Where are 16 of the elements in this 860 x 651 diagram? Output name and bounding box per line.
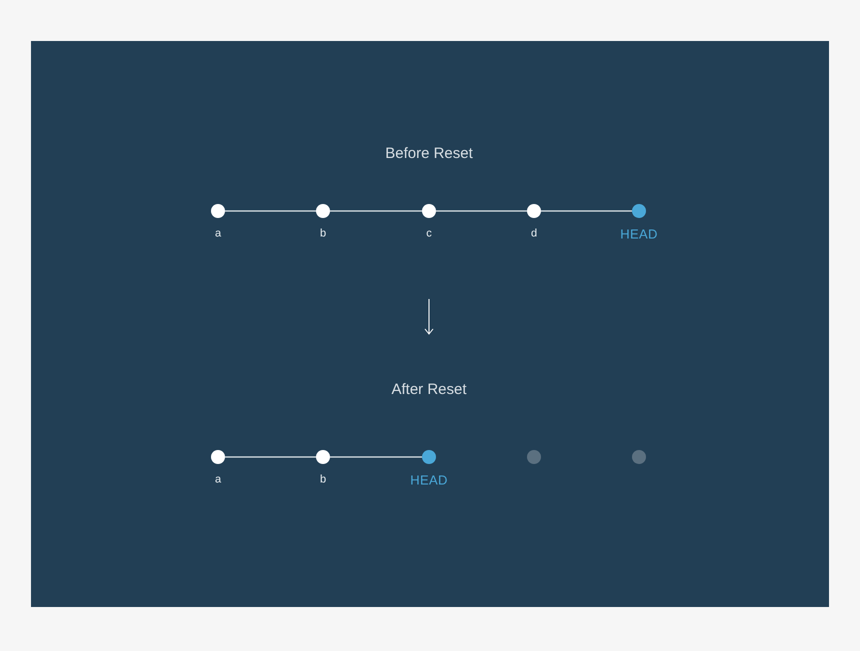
connector-line: [225, 456, 316, 458]
commit-label: a: [214, 228, 222, 240]
commit-label: d: [530, 228, 538, 240]
connector-line: [436, 210, 527, 212]
connector-line: [541, 210, 632, 212]
commit-label: HEAD: [620, 228, 658, 240]
section-heading: After Reset: [391, 380, 467, 400]
connector-line: [225, 210, 316, 212]
section-heading: Before Reset: [385, 144, 473, 164]
commit-label: b: [320, 228, 326, 240]
connector-line: [330, 210, 422, 212]
commit-label: a: [214, 474, 222, 486]
connector-line: [330, 456, 422, 458]
commit-label: c: [426, 228, 432, 240]
commit-label: b: [320, 474, 326, 486]
commit-label: HEAD: [410, 474, 448, 486]
